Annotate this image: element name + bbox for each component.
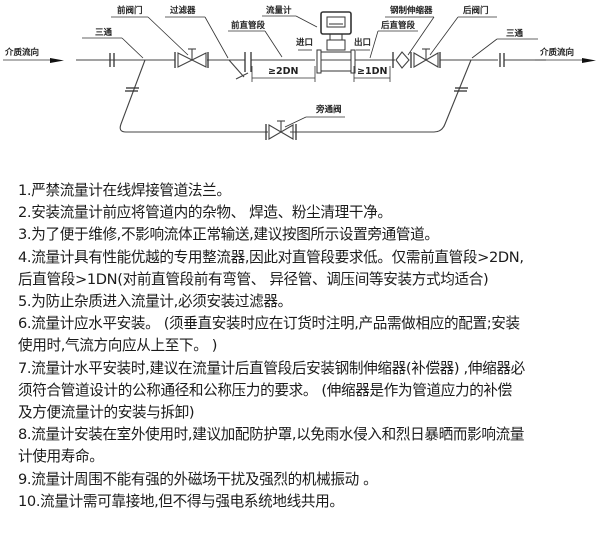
flowmeter-label: 流量计 [266,5,292,16]
note-line: 5.为防止杂质进入流量计,必须安装过滤器。 [18,293,292,311]
note-line: 1.严禁流量计在线焊接管道法兰。 [18,182,231,199]
flow-direction-in-label: 介质流向 [4,47,39,58]
note-line: 须符合管道设计的公称通径和公称压力的要求。 (伸缩器是作为管道应力的补偿 [18,381,512,399]
flow-arrow-in-icon [50,58,64,63]
note-line: 后直管段>1DN(对前直管段前有弯管、 异径管、调压间等安装方式均适合) [18,270,489,288]
rear-length-label: ≥1DN [357,66,387,77]
tee-right-label: 三通 [506,28,524,39]
bypass-valve-icon [265,120,297,140]
note-line: 及方便流量计的安装与拆卸) [18,404,195,422]
note-line: 3.为了便于维修,不影响流体正常输送,建议按图所示设置旁通管道。 [18,226,439,244]
note-line: 计使用寿命。 [18,448,104,466]
tee-left: 三通 [82,27,144,59]
steel-expansion-joint-label: 钢制伸缩器 [390,5,433,16]
flowmeter-icon [316,11,356,74]
flange-joint-left [109,53,115,67]
note-line: 6.流量计应水平安装。 (须垂直安装时应在订货时注明,产品需做相应的配置;安装 [18,315,520,333]
bypass-valve-label: 旁通阀 [315,104,342,115]
rear-straight-pipe-label: 后直管段 [381,20,416,31]
note-line: 2.安装流量计前应将管道内的杂物、 焊造、粉尘清理干净。 [18,204,392,222]
front-valve-icon [174,48,209,68]
bypass-pipe [119,59,472,133]
note-line: 使用时,气流方向应从上至下。 ) [18,337,218,355]
outlet-label: 出口 [354,37,371,48]
note-line: 7.流量计水平安装时,建议在流量计后直管段后安装钢制伸缩器(补偿器) ,伸缩器必 [18,359,525,377]
note-line: 4.流量计具有性能优越的专用整流器,因此对直管段要求低。仅需前直管段>2DN, [18,248,524,266]
installation-diagram: 介质流向 三通 前阀门 过滤器 [3,5,596,140]
flow-direction-out-label: 介质流向 [539,47,574,58]
rear-length-dimension: ≥1DN [353,66,391,82]
flow-direction-out: 介质流向 [539,47,574,58]
front-length-dimension: ≥2DN [251,66,316,82]
front-straight-pipe-label: 前直管段 [231,20,266,31]
flange-front-straight [244,52,252,72]
note-line: 10.流量计需可靠接地,但不得与强电系统地线共用。 [18,492,344,510]
flow-arrow-out-icon [582,58,596,63]
inlet-label: 进口 [296,37,313,48]
front-length-label: ≥2DN [268,66,298,77]
rear-valve-icon [413,48,441,68]
tee-left-label: 三通 [95,27,113,38]
note-line: 8.流量计安装在室外使用时,建议加配防护罩,以免雨水侵入和烈日暴晒而影响流量 [18,426,525,444]
expansion-joint-icon [392,51,412,69]
flow-direction-in: 介质流向 [3,47,64,63]
filter-icon [228,59,249,80]
note-line: 9.流量计周围不能有强的外磁场干扰及强烈的机械振动 。 [18,470,378,488]
installation-notes: 1.严禁流量计在线焊接管道法兰。 2.安装流量计前应将管道内的杂物、 焊造、粉尘… [18,180,598,513]
filter-label: 过滤器 [170,5,196,16]
front-valve-label: 前阀门 [117,5,143,16]
flange-joint-right [499,53,505,67]
rear-valve-label: 后阀门 [463,5,489,16]
